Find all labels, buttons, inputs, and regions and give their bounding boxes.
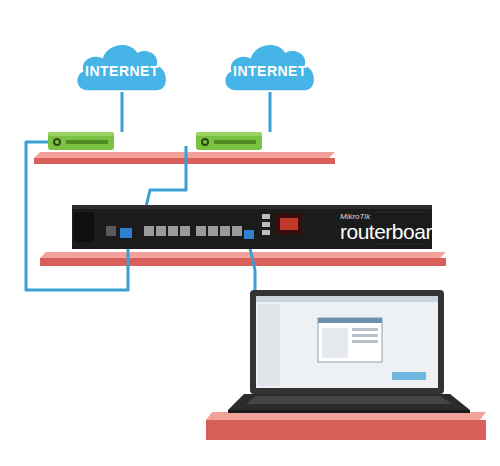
cloud-label: INTERNET [85,63,159,79]
shelf-front [40,258,446,266]
cloud-outline [77,45,165,90]
internet-cloud: INTERNET [222,38,318,94]
shelf-top [206,412,486,420]
shelf-top [40,252,446,258]
cloud-outline [225,45,313,90]
laptop [228,290,470,413]
shelf-front [206,420,486,440]
cloud-label: INTERNET [233,63,307,79]
brand-name: MikroTik [340,213,370,221]
modem [196,132,262,150]
model-name: routerboard [340,221,443,242]
router-brand: MikroTikrouterboard [340,207,448,247]
modem [48,132,114,150]
internet-cloud: INTERNET [74,38,170,94]
